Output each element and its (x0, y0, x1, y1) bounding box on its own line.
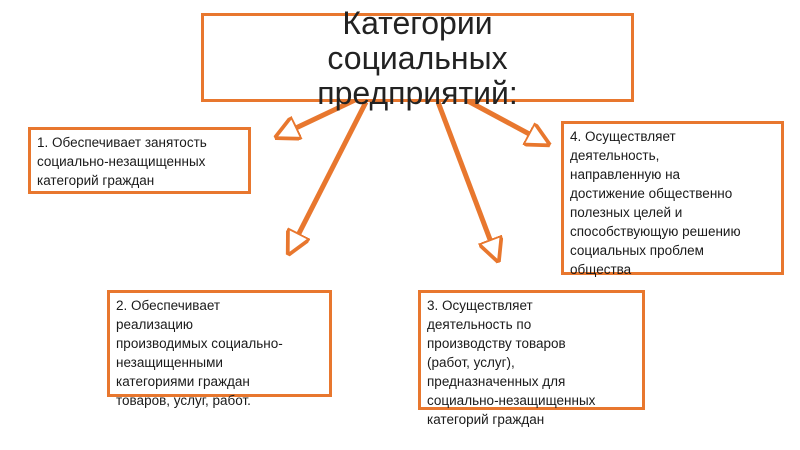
category-2-line-2: реализацию (116, 317, 194, 332)
category-1-line-3: категорий граждан (37, 173, 155, 188)
title-box: Категории социальных предприятий: (201, 6, 634, 111)
category-2-line-6: товаров, услуг, работ. (116, 393, 251, 408)
category-4-line-2: деятельность, (570, 148, 660, 163)
category-3-line-7: категорий граждан (427, 412, 545, 427)
category-4-line-5: полезных целей и (570, 205, 683, 220)
category-4-line-3: направленную на (570, 167, 681, 182)
diagram-title: Категории социальных предприятий: (204, 6, 631, 111)
title-line-3: предприятий: (317, 75, 518, 111)
category-1-line-1: 1. Обеспечивает занятость (37, 135, 207, 150)
category-3-line-1: 3. Осуществляет (427, 298, 533, 313)
arrow-to-item-1 (279, 97, 357, 136)
category-text-4: 4. Осуществляет деятельность, направленн… (570, 127, 777, 279)
category-3-line-6: социально-незащищенных (427, 393, 596, 408)
category-3-line-2: деятельность по (427, 317, 532, 332)
category-4-line-1: 4. Осуществляет (570, 129, 676, 144)
category-2-line-1: 2. Обеспечивает (116, 298, 221, 313)
category-box-3: 3. Осуществляет деятельность по производ… (418, 290, 645, 427)
category-4-line-7: социальных проблем (570, 243, 704, 258)
title-line-2: социальных (327, 40, 508, 76)
title-line-1: Категории (342, 5, 493, 41)
category-3-line-4: (работ, услуг), (427, 355, 515, 370)
arrow-to-item-2 (290, 100, 369, 251)
category-1-line-2: социально-незащищенных (37, 154, 206, 169)
category-box-4: 4. Осуществляет деятельность, направленн… (561, 121, 784, 277)
arrow-to-item-4 (464, 97, 546, 143)
category-box-1: 1. Обеспечивает занятость социально-неза… (28, 127, 251, 194)
category-3-line-3: производству товаров (427, 336, 566, 351)
category-text-3: 3. Осуществляет деятельность по производ… (427, 296, 638, 429)
category-4-line-6: способствующую решению (570, 224, 741, 239)
category-4-line-4: достижение общественно (570, 186, 733, 201)
category-4-line-8: общества (570, 262, 632, 277)
category-box-2: 2. Обеспечивает реализацию производимых … (107, 290, 332, 408)
category-text-1: 1. Обеспечивает занятость социально-неза… (37, 133, 244, 190)
category-3-line-5: предназначенных для (427, 374, 566, 389)
arrow-to-item-3 (435, 101, 497, 258)
category-2-line-3: производимых социально- (116, 336, 283, 351)
category-2-line-5: категориями граждан (116, 374, 250, 389)
category-2-line-4: незащищенными (116, 355, 223, 370)
category-text-2: 2. Обеспечивает реализацию производимых … (116, 296, 325, 410)
